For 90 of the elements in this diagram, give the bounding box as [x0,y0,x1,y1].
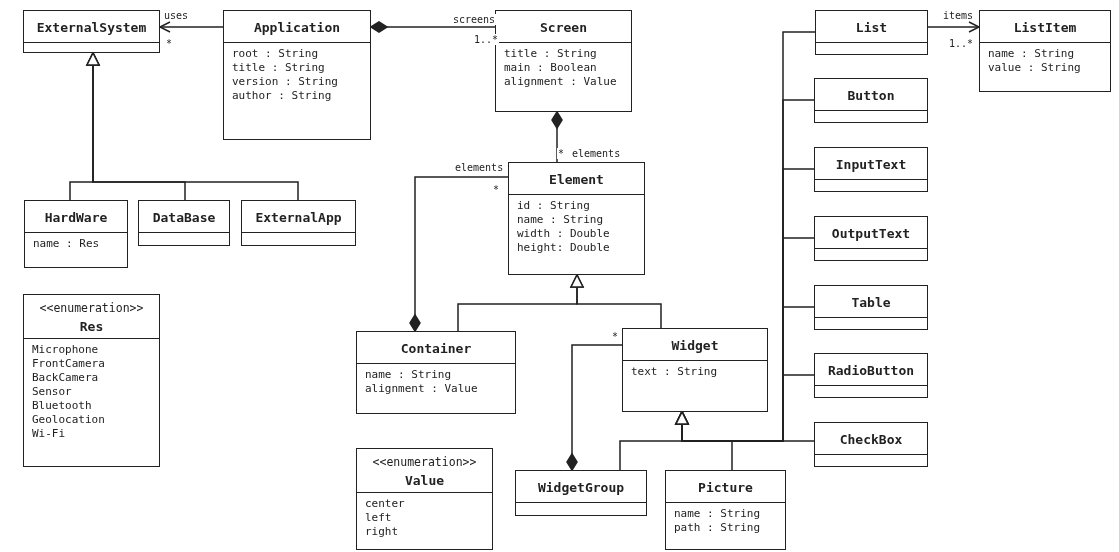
enum-literal: Geolocation [32,413,105,427]
class-name: List [855,19,888,36]
class-box [24,200,128,268]
association-arrow [159,21,224,33]
attribute-text: root : String [232,47,319,61]
class-name: Screen [540,19,587,36]
attribute-text: main : Boolean [504,61,597,75]
enum-literal: Bluetooth [32,399,92,413]
role-label: elements [454,162,505,173]
enum-literal: Wi-Fi [32,427,66,441]
attribute-text: id : String [517,199,590,213]
stereotype-label: <<enumeration>> [39,301,144,315]
enum-literal: right [365,525,399,539]
attribute-text: path : String [674,521,761,535]
class-box [814,285,928,330]
enum-literal: FrontCamera [32,357,105,371]
attribute-text: name : String [988,47,1075,61]
multiplicity-label: 1..* [948,38,975,49]
attribute-text: author : String [232,89,332,103]
class-name: ListItem [1013,19,1077,36]
composition-line [370,21,496,33]
class-box [23,10,160,53]
multiplicity-label: 1..* [473,34,500,45]
class-name: Table [851,294,891,311]
role-label: screens [452,14,497,25]
class-box [508,162,645,275]
class-box [495,10,632,112]
enum-literal: Microphone [32,343,99,357]
attribute-text: version : String [232,75,338,89]
class-name: Picture [698,479,753,496]
attribute-text: text : String [631,365,718,379]
enum-literal: BackCamera [32,371,99,385]
attribute-text: name : Res [33,237,100,251]
attribute-text: name : String [517,213,604,227]
composition-line [551,111,563,163]
enum-literal: left [365,511,392,525]
class-name: Application [253,19,341,36]
class-box [515,470,647,516]
class-name: WidgetGroup [537,479,625,496]
enumeration-name: Value [404,472,445,489]
class-name: Element [549,171,604,188]
class-name: HardWare [44,209,108,226]
class-name: Button [847,87,895,104]
generalization-arrow [675,411,815,442]
generalization-arrow [570,274,662,329]
class-box [814,216,928,261]
class-name: InputText [835,156,907,173]
class-box [814,78,928,123]
class-box [138,200,230,246]
class-box [622,328,768,412]
attribute-text: value : String [988,61,1081,75]
attribute-text: alignment : Value [365,382,478,396]
role-label: elements [571,148,622,159]
class-name: RadioButton [827,362,915,379]
class-name: OutputText [831,225,911,242]
class-box [979,10,1111,92]
class-name: DataBase [152,209,216,226]
class-box [815,10,928,55]
enumeration-box [356,448,493,550]
composition-line [566,344,623,471]
attribute-text: name : String [365,368,452,382]
attribute-text: width : Double [517,227,610,241]
enum-literal: center [365,497,405,511]
class-box [356,331,516,414]
class-name: Container [400,340,472,357]
enum-literal: Sensor [32,385,72,399]
class-box [241,200,356,246]
class-name: ExternalSystem [36,19,147,36]
stereotype-label: <<enumeration>> [372,455,477,469]
association-arrow [927,21,980,33]
class-box [814,422,928,467]
role-label: items [942,10,975,21]
class-box [814,353,928,398]
generalization-arrow [86,52,299,201]
class-name: ExternalApp [255,209,342,226]
class-box [814,147,928,192]
role-label: uses [163,10,190,21]
composition-line [409,176,509,332]
class-box [223,10,371,140]
enumeration-name: Res [79,318,104,335]
enumeration-box [23,294,160,467]
class-box [665,470,786,550]
attribute-text: title : String [504,47,597,61]
multiplicity-label: * [557,148,566,159]
class-name: Widget [671,337,719,354]
attribute-text: name : String [674,507,761,521]
attribute-text: title : String [232,61,325,75]
class-name: CheckBox [839,431,903,448]
attribute-text: alignment : Value [504,75,617,89]
attribute-text: height: Double [517,241,610,255]
